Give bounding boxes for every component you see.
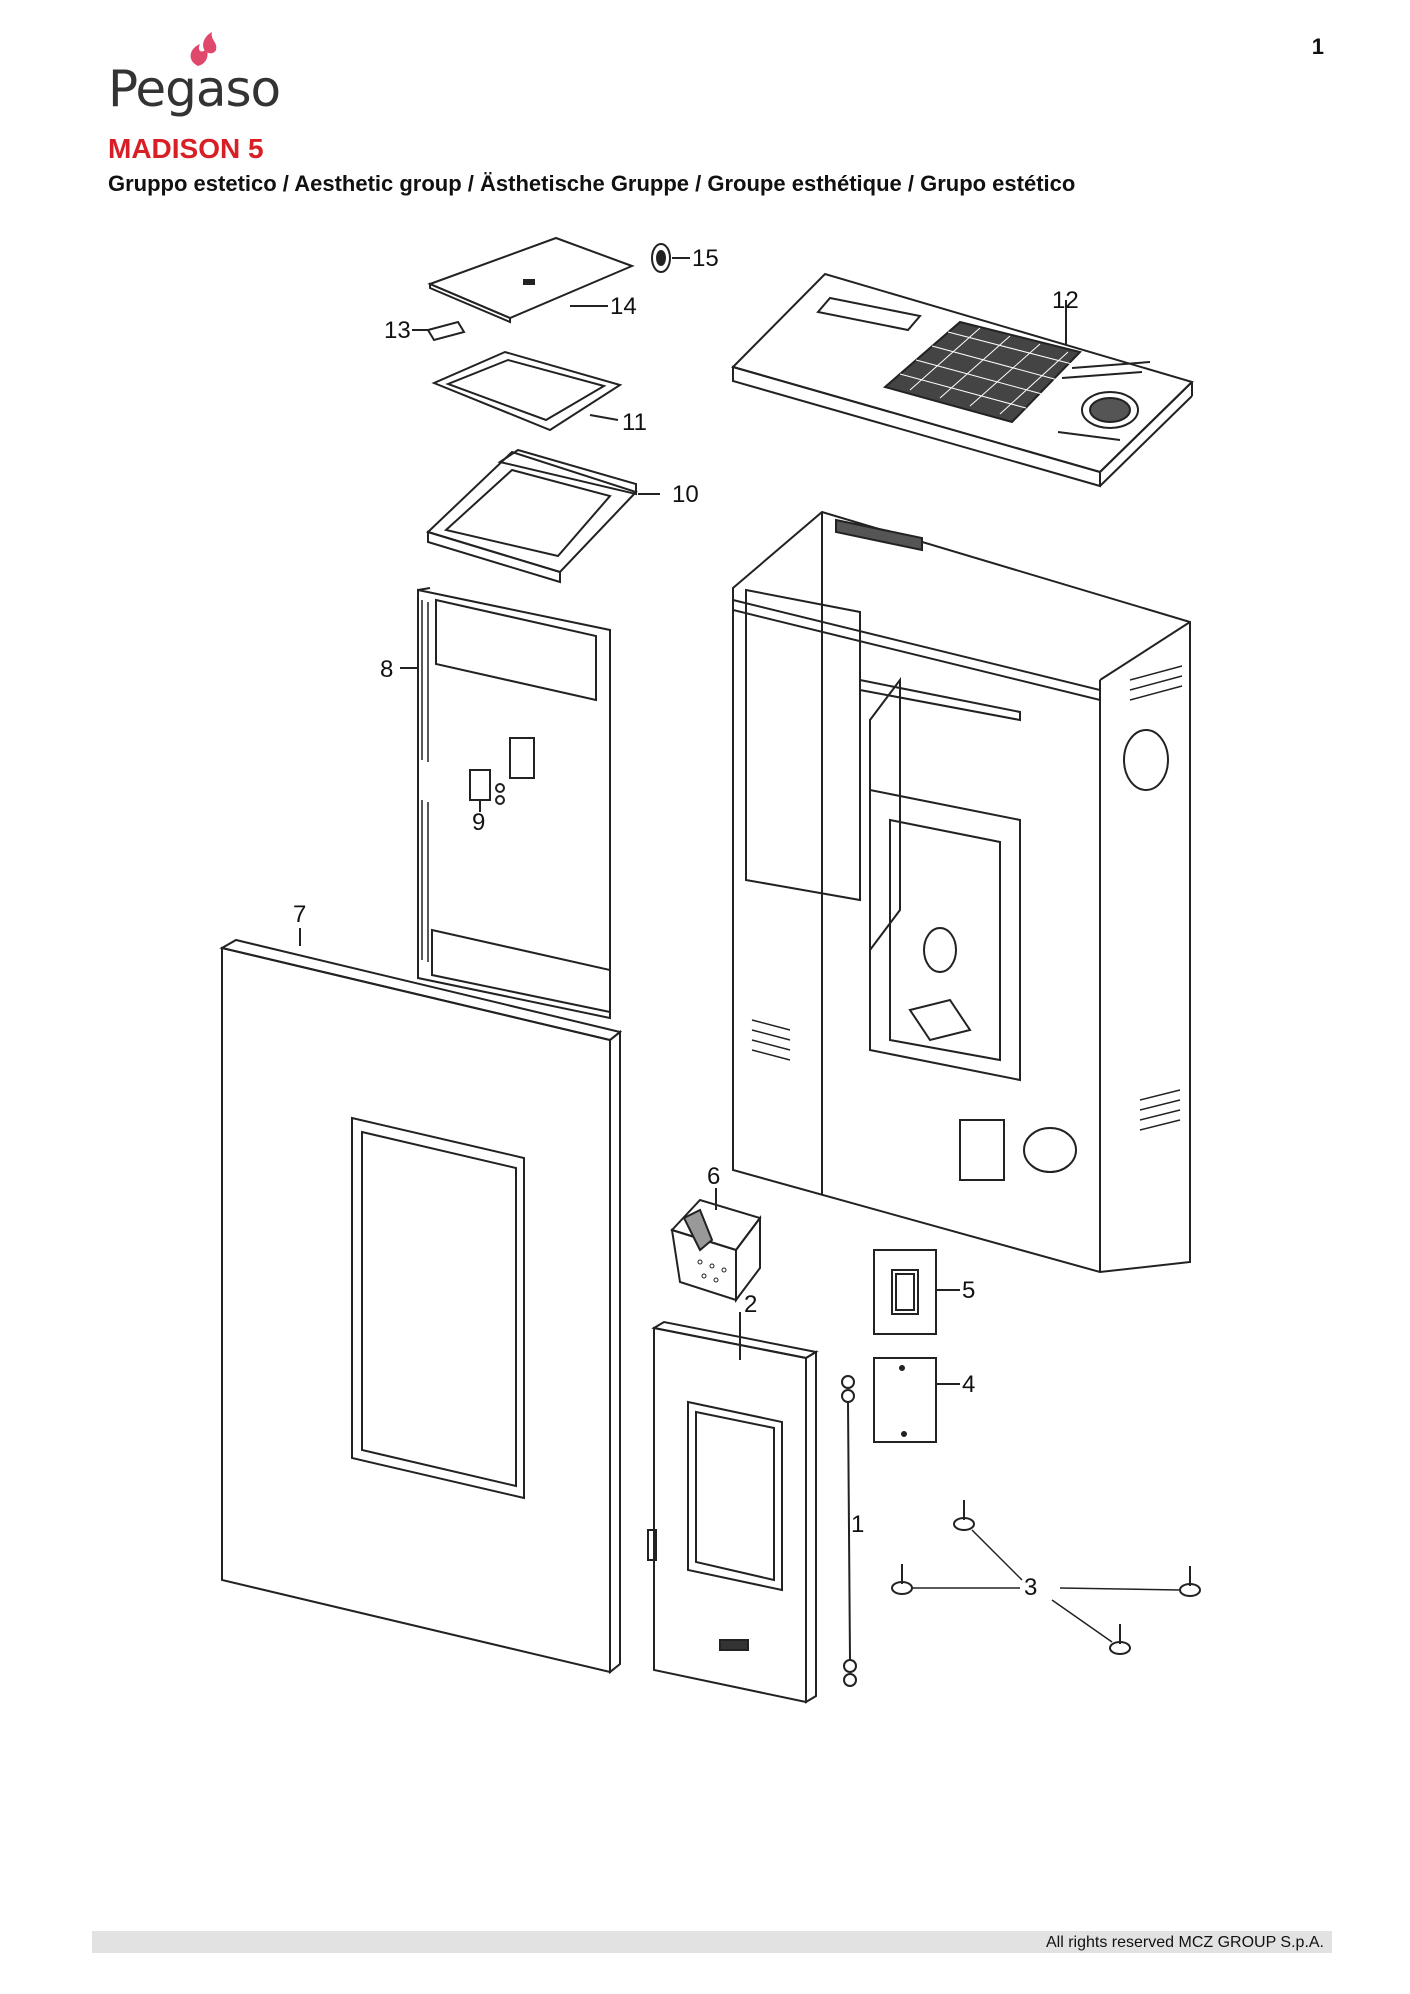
part-2-door — [647, 1312, 819, 1704]
page-title: MADISON 5 — [108, 133, 264, 164]
part-label-9: 9 — [472, 809, 485, 836]
page-number: 1 — [1311, 34, 1324, 59]
footer-copyright: All rights reserved MCZ GROUP S.p.A. — [1046, 1934, 1324, 1951]
part-label-5: 5 — [962, 1277, 975, 1304]
part-12-top-grille — [731, 272, 1194, 488]
part-14-top-cover — [427, 236, 635, 324]
part-3-feet — [891, 1500, 1201, 1655]
foot-bottom — [1109, 1624, 1131, 1655]
part-11-frame — [431, 350, 623, 432]
part-label-2: 2 — [744, 1291, 757, 1318]
part-label-10: 10 — [672, 481, 699, 508]
part-label-6: 6 — [707, 1163, 720, 1190]
foot-top — [953, 1500, 975, 1531]
brand-name: Pegaso — [108, 60, 281, 118]
page-subtitle: Gruppo estetico / Aesthetic group / Ästh… — [108, 171, 1076, 196]
part-label-8: 8 — [380, 656, 393, 683]
part-label-13: 13 — [384, 317, 411, 344]
part-13-small-plate — [412, 320, 466, 342]
part-label-1: 1 — [851, 1511, 864, 1538]
stove-body — [732, 510, 1191, 1274]
flame-icon — [190, 32, 217, 66]
part-10-top-tray — [426, 448, 660, 584]
part-7-front-frame — [219, 928, 623, 1675]
part-5-gasket — [873, 1249, 960, 1335]
footer-bar — [92, 1931, 1332, 1953]
part-label-15: 15 — [692, 245, 719, 272]
part-label-11: 11 — [622, 409, 647, 436]
part-label-7: 7 — [293, 901, 306, 928]
brand-logo: Pegaso — [108, 30, 281, 120]
part-9-hinge — [469, 737, 535, 812]
part-1-pin — [841, 1375, 857, 1687]
part-8-rear-panel — [400, 587, 611, 1020]
foot-left — [891, 1564, 913, 1595]
part-label-4: 4 — [962, 1371, 975, 1398]
part-label-14: 14 — [610, 293, 637, 320]
part-label-12: 12 — [1052, 287, 1079, 314]
foot-right — [1179, 1566, 1201, 1597]
part-label-3: 3 — [1024, 1574, 1037, 1601]
part-4-plate — [873, 1357, 960, 1443]
part-15-cap — [651, 243, 690, 273]
part-6-burn-pot — [670, 1188, 762, 1303]
